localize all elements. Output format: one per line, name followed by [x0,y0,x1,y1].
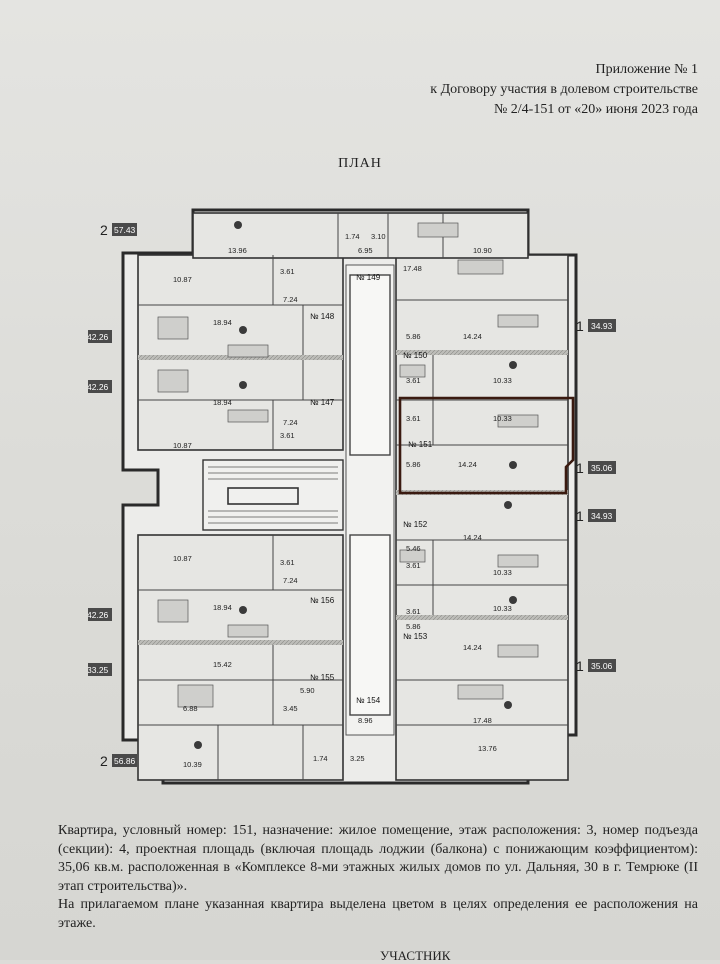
label-room_areas-a37: 6.88 [183,704,198,713]
unit-155: № 155 [310,673,335,682]
label-badges-b6-rooms: 2 [100,753,108,769]
label-badges-b8-area: 35.06 [591,463,613,473]
label-room_areas-a17: 3.61 [406,414,421,423]
label-badges-b8-rooms: 1 [576,460,584,476]
label-room_areas-a10: 18.94 [213,318,232,327]
label-badges-b2-area: 42.26 [88,332,109,342]
signature-label: УЧАСТНИК [380,948,451,963]
unit-147: № 147 [310,398,335,407]
plan-title: ПЛАН [338,156,382,171]
label-room_areas-a32: 10.33 [493,604,512,613]
unit-152: № 152 [403,520,428,529]
label-room_areas-a39: 8.96 [358,716,373,725]
label-room_areas-a40: 17.48 [473,716,492,725]
label-badges-b9-rooms: 1 [576,508,584,524]
label-room_areas-a41: 13.76 [478,744,497,753]
label-badges-b7-rooms: 1 [576,318,584,334]
unit-151: № 151 [408,440,433,449]
label-badges-b4-area: 42.26 [88,610,109,620]
label-room_areas-a19: 10.87 [173,441,192,450]
label-room_areas-a25: 3.61 [280,558,295,567]
label-badges-b10-rooms: 1 [576,658,584,674]
label-badges-b1-rooms: 2 [100,222,108,238]
appendix-number: Приложение № 1 [595,62,699,77]
label-room_areas-a44: 3.25 [350,754,365,763]
unit-156: № 156 [310,596,335,605]
label-room_areas-a30: 18.94 [213,603,232,612]
area-badges: 2 57.43 1 42.26 1 42.26 1 42.26 С 33.25 … [88,222,616,769]
label-room_areas-a31: 3.61 [406,607,421,616]
label-room_areas-a29: 10.33 [493,568,512,577]
label-room_areas-a24: 10.87 [173,554,192,563]
unit-153: № 153 [403,632,428,641]
right-block [395,254,569,781]
label-room_areas-a15: 10.33 [493,376,512,385]
label-room_areas-a18: 10.33 [493,414,512,423]
left-block-bottom [137,534,344,781]
label-room_areas-a43: 1.74 [313,754,328,763]
label-room_areas-a1: 13.96 [228,246,247,255]
label-room_areas-a27: 7.24 [283,576,298,585]
unit-149: № 149 [356,273,381,282]
label-room_areas-a11: 14.24 [463,332,482,341]
contract-number-date: № 2/4-151 от «20» июня 2023 года [493,102,698,117]
stair-hall [202,459,344,531]
label-room_areas-a22: 14.24 [458,460,477,469]
label-room_areas-a13: 18.94 [213,398,232,407]
label-room_areas-a26: 5.46 [406,544,421,553]
label-room_areas-a16: 7.24 [283,418,298,427]
label-badges-b10-area: 35.06 [591,661,613,671]
label-room_areas-a3: 3.10 [371,232,386,241]
label-room_areas-a38: 3.45 [283,704,298,713]
label-room_areas-a28: 3.61 [406,561,421,570]
label-room_areas-a9: 17.48 [403,264,422,273]
apartment-description: Квартира, условный номер: 151, назначени… [58,822,698,933]
label-room_areas-a21: 5.86 [406,460,421,469]
label-badges-b7-area: 34.93 [591,321,613,331]
label-room_areas-a14: 3.61 [406,376,421,385]
unit-148: № 148 [310,312,335,321]
label-room_areas-a36: 5.90 [300,686,315,695]
apartment-151-highlight [398,396,575,495]
top-block [192,212,529,259]
label-room_areas-a8: 7.24 [283,295,298,304]
label-room_areas-a35: 15.42 [213,660,232,669]
label-room_areas-a6: 10.87 [173,275,192,284]
label-room_areas-a4: 6.95 [358,246,373,255]
label-badges-b6-area: 56.86 [114,756,136,766]
label-room_areas-a2: 1.74 [345,232,360,241]
description-paragraph-2: На прилагаемом плане указанная квартира … [58,897,698,931]
label-badges-b3-area: 42.26 [88,382,109,392]
appendix-header: Приложение № 1 к Договору участия в доле… [430,60,698,120]
description-paragraph-1: Квартира, условный номер: 151, назначени… [58,823,698,894]
label-room_areas-a7: 3.61 [280,267,295,276]
label-room_areas-a12: 5.86 [406,332,421,341]
label-room_areas-a42: 10.39 [183,760,202,769]
label-room_areas-a20: 3.61 [280,431,295,440]
floor-plan: № 149 № 148 № 147 № 150 № 151 № 152 № 15… [88,208,616,785]
label-room_areas-a33: 5.86 [406,622,421,631]
label-room_areas-a5: 10.90 [473,246,492,255]
label-room_areas-a23: 14.24 [463,533,482,542]
label-room_areas-a34: 14.24 [463,643,482,652]
label-badges-b5-area: 33.25 [88,665,109,675]
unit-150: № 150 [403,351,428,360]
contract-reference: к Договору участия в долевом строительст… [430,82,698,97]
unit-154: № 154 [356,696,381,705]
label-badges-b9-area: 34.93 [591,511,613,521]
label-badges-b1-area: 57.43 [114,225,136,235]
